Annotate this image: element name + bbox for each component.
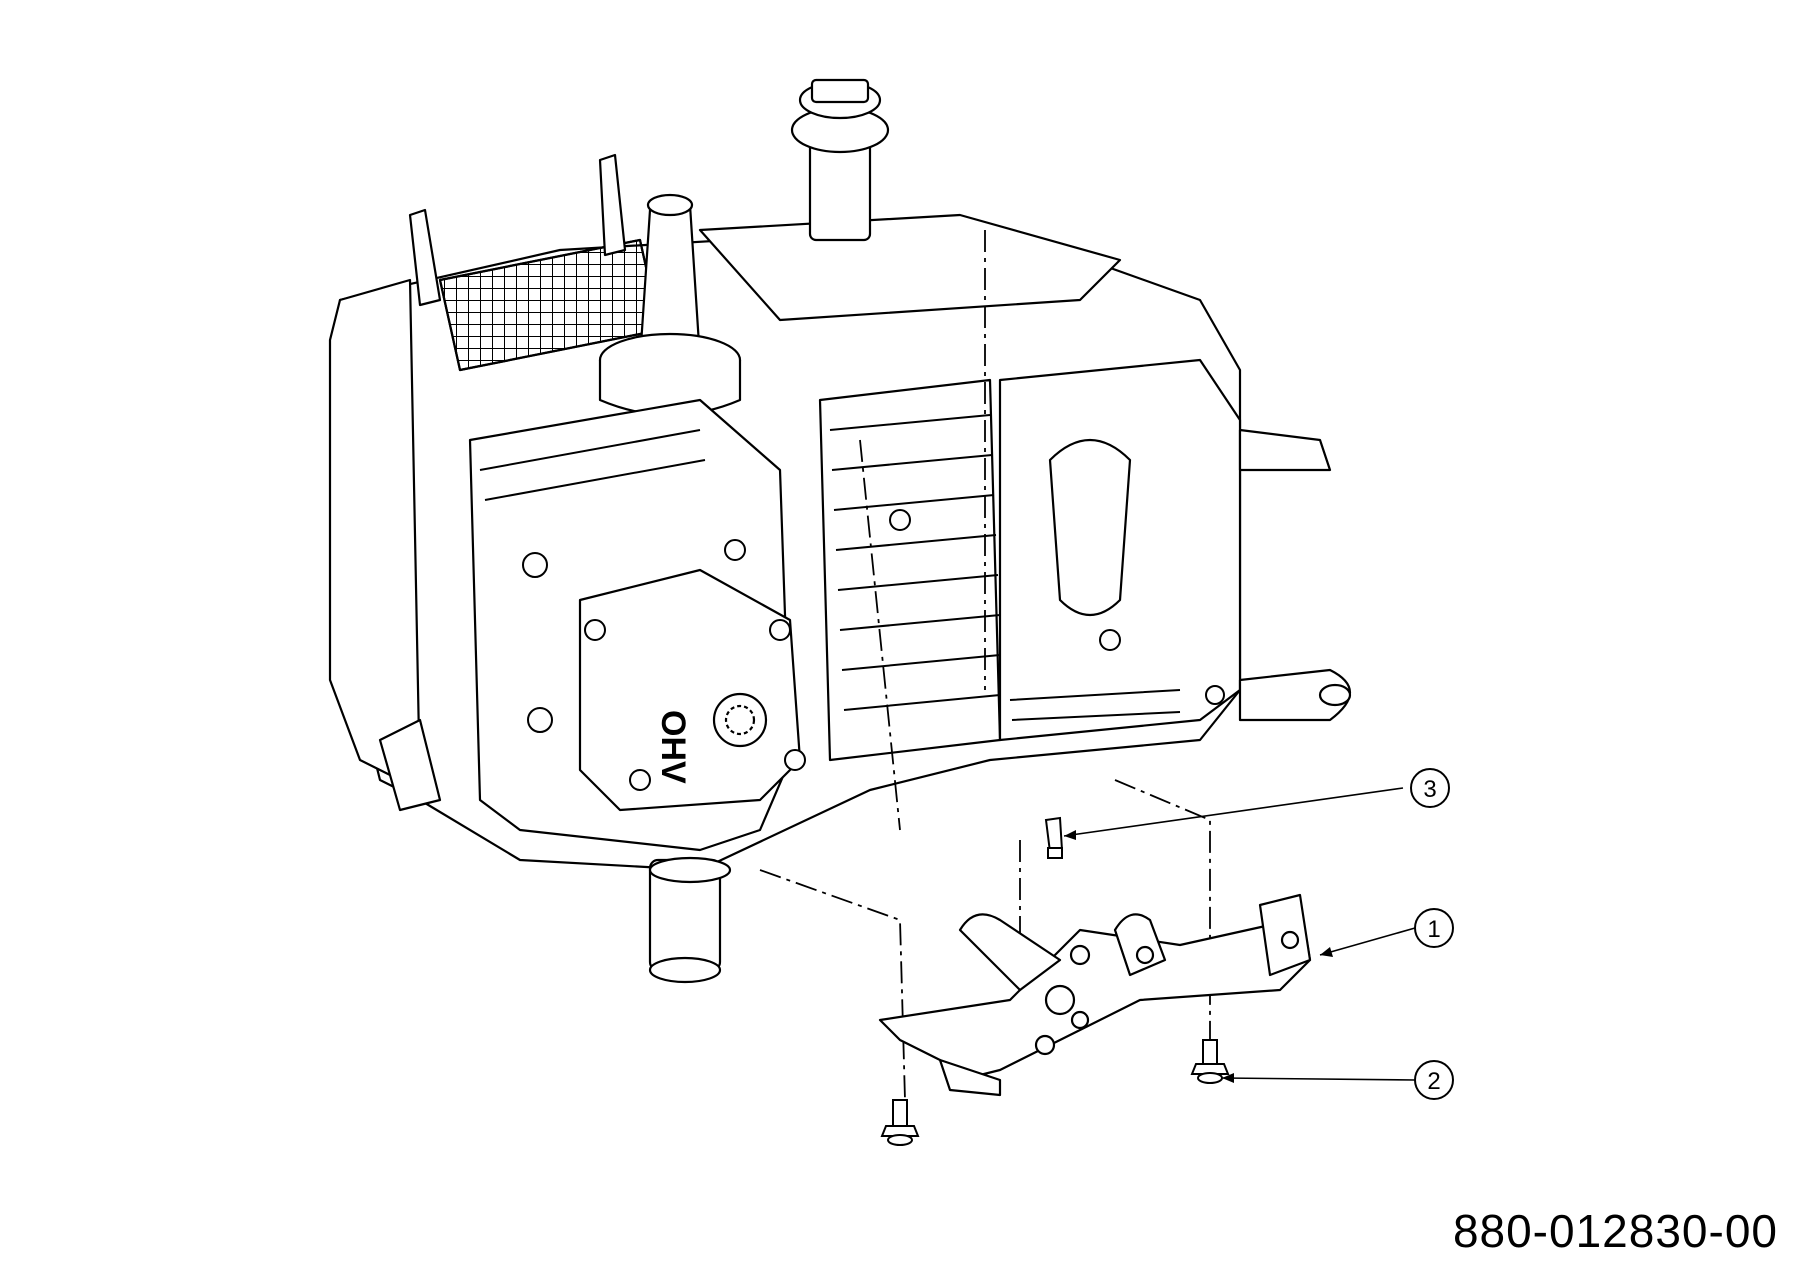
drawing-number: 880-012830-00 [1452,1205,1778,1257]
engine-bolts [522,509,1225,791]
leader-lines [1063,787,1416,1081]
callout-2-number: 2 [1427,1068,1440,1095]
engine-block [328,78,1352,984]
wire-clip [1044,816,1064,859]
cooling-fins [479,414,1181,721]
callout-1[interactable]: 1 [1414,908,1454,948]
callout-3[interactable]: 3 [1410,768,1450,808]
callout-1-number: 1 [1427,916,1440,943]
callout-2[interactable]: 2 [1414,1060,1454,1100]
callout-3-number: 3 [1423,776,1436,803]
screw-right [1190,1039,1230,1084]
screw-left [880,1099,920,1146]
throttle-control-bracket [878,893,1312,1097]
ohv-label: OHV [654,710,692,784]
leader-arrowheads [1064,830,1333,1083]
